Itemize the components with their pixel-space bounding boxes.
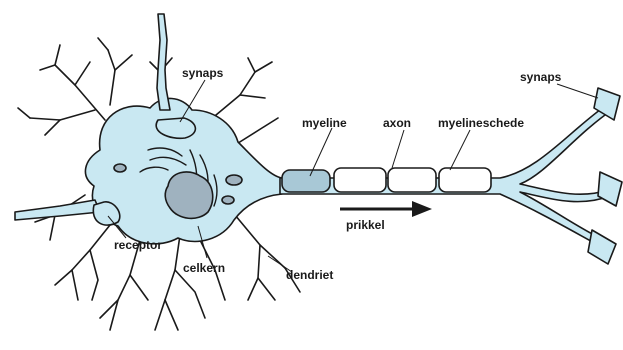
synaps-terminal-right-2 [598,172,622,206]
label-myeline: myeline [302,116,347,130]
label-myelineschede: myelineschede [438,116,524,130]
synaps-terminal-right-3 [588,230,616,264]
label-synaps-right: synaps [520,70,561,84]
label-prikkel: prikkel [346,218,385,232]
label-axon: axon [383,116,411,130]
label-receptor: receptor [114,238,162,252]
nucleus [165,172,212,218]
label-synaps-top: synaps [182,66,223,80]
label-celkern: celkern [183,261,225,275]
right-arrow-icon [340,201,432,217]
label-dendriet: dendriet [286,268,333,282]
